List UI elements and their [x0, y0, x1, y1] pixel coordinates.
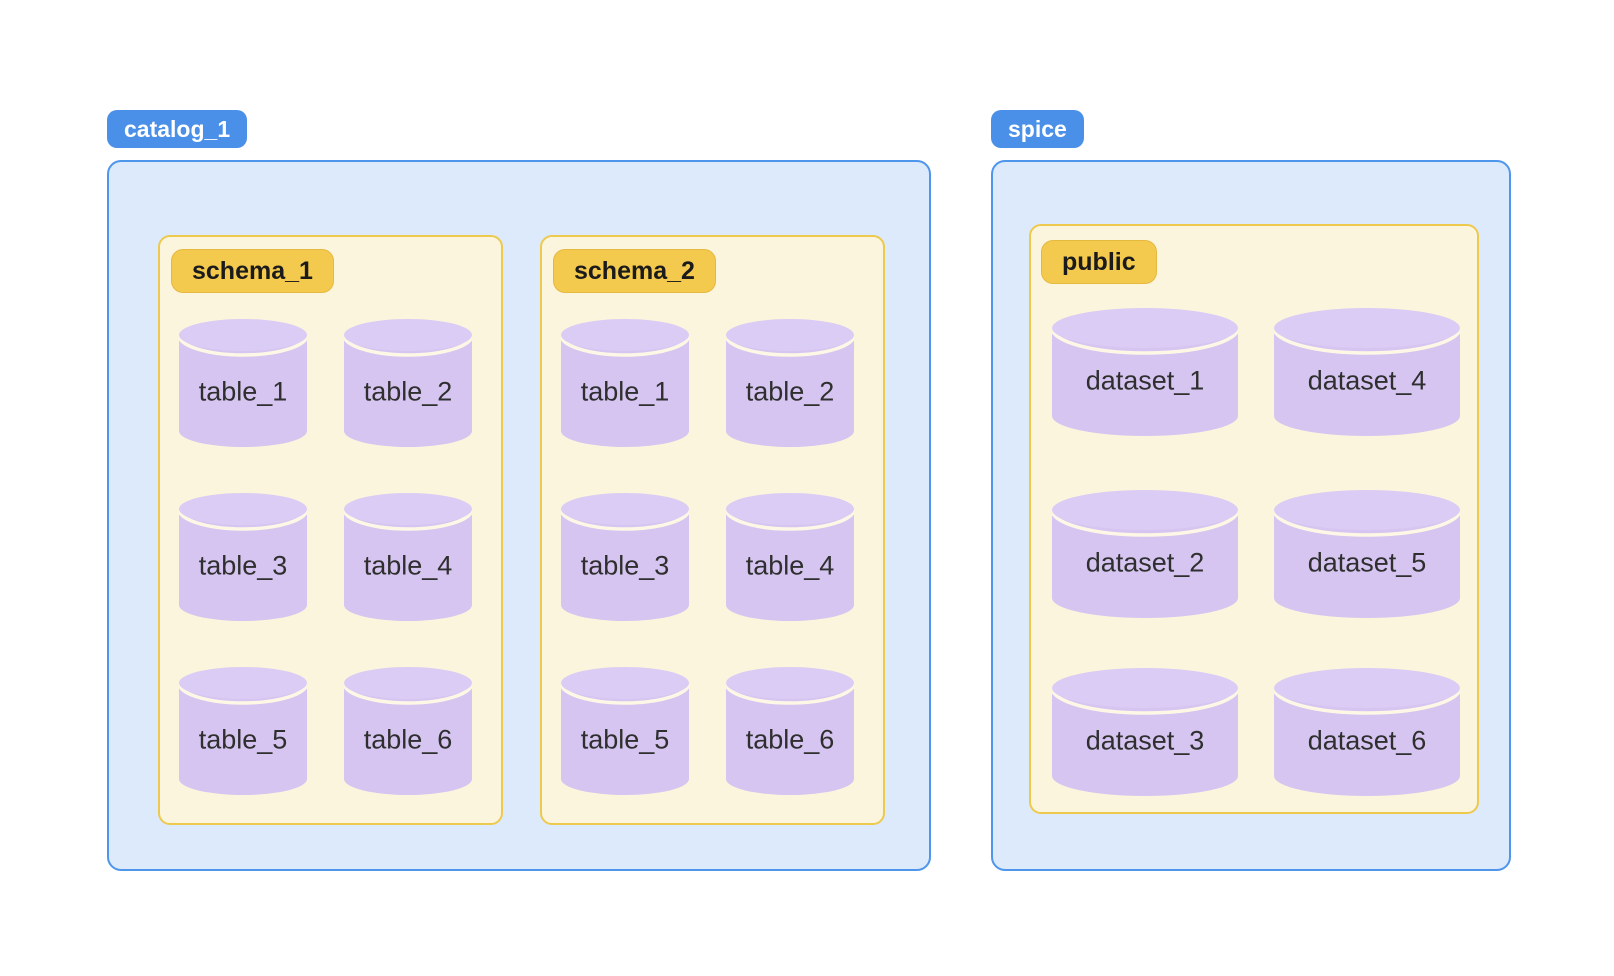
cylinder-label: table_4 — [363, 550, 453, 581]
cylinder-label: table_5 — [198, 724, 288, 755]
database-cylinder-icon — [561, 319, 689, 447]
schema-box: public dataset_1 dataset_4 — [1029, 224, 1479, 814]
schema-badge: public — [1041, 240, 1157, 284]
database-cylinder-icon — [1052, 490, 1238, 618]
catalog-container: schema_1 table_1 table_2 — [107, 160, 931, 871]
table-cylinder: table_4 — [344, 493, 472, 621]
cylinder-label: table_4 — [745, 550, 835, 581]
cylinder-label: table_5 — [580, 724, 670, 755]
cylinder-label: table_2 — [363, 376, 453, 407]
cylinder-label: dataset_6 — [1307, 725, 1427, 756]
database-cylinder-icon — [344, 667, 472, 795]
cylinder-label: table_3 — [580, 550, 670, 581]
database-cylinder-icon — [1052, 668, 1238, 796]
table-cylinder: table_2 — [726, 319, 854, 447]
catalog-container: public dataset_1 dataset_4 — [991, 160, 1511, 871]
dataset-cylinder: dataset_4 — [1274, 308, 1460, 436]
database-cylinder-icon — [344, 493, 472, 621]
dataset-cylinder: dataset_3 — [1052, 668, 1238, 796]
database-cylinder-icon — [1052, 308, 1238, 436]
cylinder-label: table_6 — [745, 724, 835, 755]
cylinder-label: dataset_3 — [1085, 725, 1205, 756]
database-cylinder-icon — [726, 667, 854, 795]
database-cylinder-icon — [179, 667, 307, 795]
database-cylinder-icon — [1274, 668, 1460, 796]
cylinder-label: table_6 — [363, 724, 453, 755]
table-cylinder: table_5 — [179, 667, 307, 795]
schema-badge: schema_2 — [553, 249, 716, 293]
table-cylinder: table_6 — [726, 667, 854, 795]
cylinder-label: dataset_1 — [1085, 365, 1205, 396]
database-cylinder-icon — [1274, 308, 1460, 436]
database-cylinder-icon — [179, 493, 307, 621]
cylinder-label: table_3 — [198, 550, 288, 581]
dataset-cylinder: dataset_1 — [1052, 308, 1238, 436]
table-cylinder: table_6 — [344, 667, 472, 795]
table-cylinder: table_2 — [344, 319, 472, 447]
database-cylinder-icon — [561, 667, 689, 795]
database-cylinder-icon — [561, 493, 689, 621]
database-cylinder-icon — [179, 319, 307, 447]
database-cylinder-icon — [1274, 490, 1460, 618]
cylinder-label: dataset_4 — [1307, 365, 1427, 396]
table-cylinder: table_3 — [561, 493, 689, 621]
schema-box: schema_1 table_1 table_2 — [158, 235, 503, 825]
cylinder-label: table_1 — [198, 376, 288, 407]
schema-badge: schema_1 — [171, 249, 334, 293]
cylinder-label: table_2 — [745, 376, 835, 407]
table-cylinder: table_1 — [561, 319, 689, 447]
database-cylinder-icon — [344, 319, 472, 447]
cylinder-label: dataset_5 — [1307, 547, 1427, 578]
table-cylinder: table_4 — [726, 493, 854, 621]
dataset-cylinder: dataset_6 — [1274, 668, 1460, 796]
dataset-cylinder: dataset_5 — [1274, 490, 1460, 618]
schema-box: schema_2 table_1 table_2 — [540, 235, 885, 825]
table-cylinder: table_5 — [561, 667, 689, 795]
catalog-badge: spice — [991, 110, 1084, 148]
dataset-cylinder: dataset_2 — [1052, 490, 1238, 618]
database-cylinder-icon — [726, 319, 854, 447]
database-cylinder-icon — [726, 493, 854, 621]
table-cylinder: table_1 — [179, 319, 307, 447]
cylinder-label: dataset_2 — [1085, 547, 1205, 578]
table-cylinder: table_3 — [179, 493, 307, 621]
cylinder-label: table_1 — [580, 376, 670, 407]
catalog-badge: catalog_1 — [107, 110, 248, 148]
